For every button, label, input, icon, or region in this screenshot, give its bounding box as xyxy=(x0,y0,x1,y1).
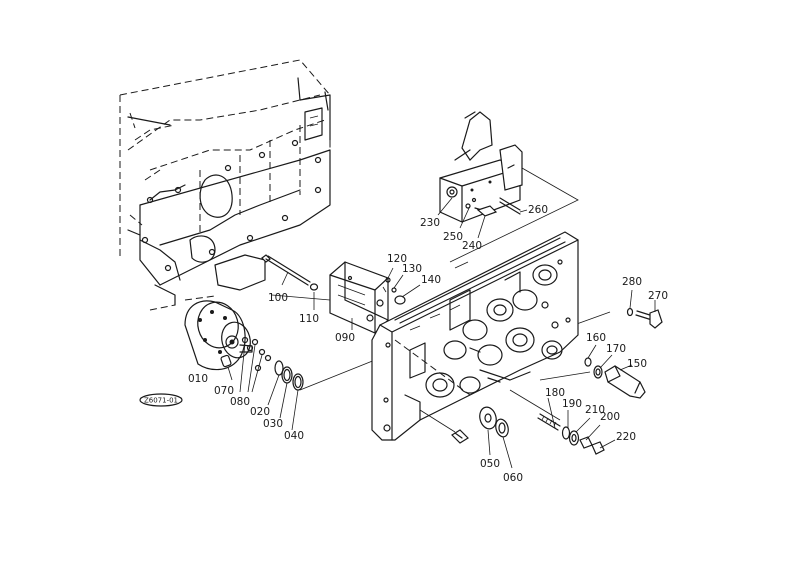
label-200: 200 xyxy=(600,411,620,423)
label-180: 180 xyxy=(545,387,565,399)
valve-block-090 xyxy=(329,261,389,334)
reference-stamp: Z6071-01 xyxy=(139,393,183,407)
part-labels: 010 020 030 040 050 060 070 080 090 100 … xyxy=(188,204,668,484)
label-050: 050 xyxy=(480,458,500,470)
label-080: 080 xyxy=(230,396,250,408)
label-160: 160 xyxy=(586,332,606,344)
o-rings-020-030-040 xyxy=(267,360,304,431)
label-120: 120 xyxy=(387,253,407,265)
label-060: 060 xyxy=(503,472,523,484)
label-070: 070 xyxy=(214,385,234,397)
plug-fitting xyxy=(419,409,469,444)
label-240: 240 xyxy=(462,240,482,252)
shift-fork-assembly-230 xyxy=(437,111,528,239)
pins-070-080 xyxy=(220,336,272,393)
pump-assembly-010 xyxy=(184,300,253,371)
label-230: 230 xyxy=(420,217,440,229)
label-030: 030 xyxy=(263,418,283,430)
label-040: 040 xyxy=(284,430,304,442)
label-260: 260 xyxy=(528,204,548,216)
reference-code: Z6071-01 xyxy=(144,397,178,405)
label-210: 210 xyxy=(585,404,605,416)
label-250: 250 xyxy=(443,231,463,243)
o-rings-120-130-140 xyxy=(385,267,421,305)
bolt-270-washer-280 xyxy=(626,289,663,329)
label-140: 140 xyxy=(421,274,441,286)
label-220: 220 xyxy=(616,431,636,443)
transmission-case xyxy=(119,59,331,311)
label-190: 190 xyxy=(562,398,582,410)
label-020: 020 xyxy=(250,406,270,418)
label-110: 110 xyxy=(299,313,319,325)
label-010: 010 xyxy=(188,373,208,385)
bolt-100-washer-110 xyxy=(261,254,319,310)
label-270: 270 xyxy=(648,290,668,302)
label-090: 090 xyxy=(335,332,355,344)
hydraulic-housing xyxy=(371,231,579,441)
banjo-bolt-150 xyxy=(584,344,646,399)
label-170: 170 xyxy=(606,343,626,355)
washers-050-060 xyxy=(479,406,513,469)
label-130: 130 xyxy=(402,263,422,275)
stud-180-fasteners xyxy=(537,397,616,455)
label-100: 100 xyxy=(268,292,288,304)
label-150: 150 xyxy=(627,358,647,370)
label-280: 280 xyxy=(622,276,642,288)
